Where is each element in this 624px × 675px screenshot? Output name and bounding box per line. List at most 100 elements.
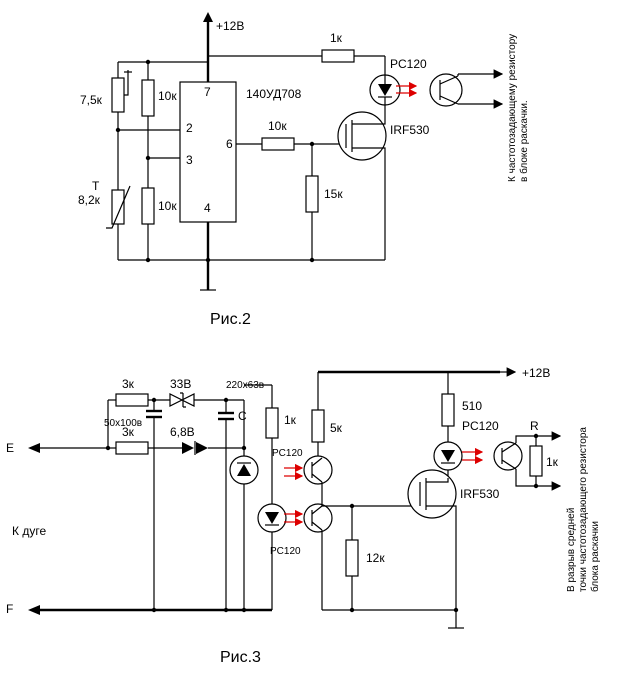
resistor-1k [265, 407, 279, 439]
junction-dot [533, 483, 539, 489]
transistor-collector [501, 442, 517, 453]
pin7-label: 7 [204, 85, 211, 99]
trimmer-wiper-icon [124, 70, 129, 96]
led-icon [237, 464, 251, 476]
resistor-3k-lower-label: 3к [122, 425, 135, 439]
figure-2-caption: Рис.2 [210, 311, 251, 328]
supply-label: +12В [522, 366, 550, 380]
led-icon [378, 84, 392, 96]
resistor-10k-gate-label: 10к [268, 119, 287, 133]
resistor-3k-upper-label: 3к [122, 377, 135, 391]
supply-label: +12В [216, 19, 244, 33]
resistor-12k-label: 12к [366, 551, 385, 565]
junction-dot [223, 607, 229, 613]
junction-dot [453, 607, 459, 613]
thermistor [111, 189, 125, 225]
transistor-collector [439, 75, 459, 85]
pin6-label: 6 [226, 137, 233, 151]
resistor-7-5k-label: 7,5к [80, 93, 103, 107]
wire [515, 435, 540, 443]
terminal-e-label: E [6, 441, 14, 455]
thermistor-slash-icon [106, 185, 131, 229]
junction-dot [309, 257, 315, 263]
pin2-label: 2 [186, 121, 193, 135]
terminal-f-arrow-icon [28, 605, 40, 615]
junction-dot [205, 257, 211, 263]
mosfet-irf530-body [407, 469, 457, 519]
zener-6-8v [182, 442, 194, 454]
mosfet-source-wire [352, 147, 386, 260]
resistor-1k-label: 1к [330, 31, 343, 45]
transistor-emitter [439, 95, 459, 105]
resistor-5k-label: 5к [330, 421, 343, 435]
resistor-15k [305, 175, 319, 213]
junction-dot [241, 607, 247, 613]
led-icon [265, 512, 279, 524]
arc-label: К дуге [12, 524, 46, 538]
output-note: К частотозадающему резистору в блоке рас… [507, 31, 530, 182]
resistor-12k [345, 539, 359, 577]
zener-33v-2 [180, 393, 195, 407]
zener-6-8v-label: 6,8В [170, 425, 195, 439]
resistor-r-1k [529, 445, 543, 477]
resistor-3k-upper [115, 393, 149, 407]
resistor-r-mark: R [530, 419, 539, 433]
resistor-1k-label: 1к [284, 413, 297, 427]
mosfet-source-wire [426, 505, 457, 628]
resistor-510 [441, 393, 455, 427]
capacitor-50x100-label: 50x100в [104, 418, 142, 429]
mosfet-drain-wire [352, 102, 386, 125]
transistor-collector [311, 457, 323, 467]
junction-dot [241, 445, 247, 451]
resistor-3k-lower [115, 441, 149, 455]
opto-right-label: PC120 [462, 419, 499, 433]
resistor-10k-bottom-label: 10к [158, 199, 177, 213]
zener-33v [169, 393, 184, 407]
terminal-e-arrow-icon [28, 443, 40, 453]
wire [515, 469, 540, 487]
opto-transistor-lower [303, 503, 333, 533]
junction-dot [145, 59, 151, 65]
junction-dot [151, 607, 157, 613]
junction-dot [349, 607, 355, 613]
transistor-collector [311, 505, 323, 515]
zener-6-8v-2 [196, 442, 208, 454]
resistor-510-label: 510 [462, 399, 482, 413]
resistor-10k-gate [261, 137, 295, 151]
mosfet-drain-wire [426, 478, 449, 483]
resistor-1k [321, 49, 355, 63]
output-note: В разрыв средней точки частотозадающего … [566, 424, 601, 592]
op-amp-label: 140УД708 [246, 87, 302, 101]
opto-transistor-body [429, 73, 463, 107]
transistor-emitter [311, 473, 323, 483]
opto-transistor-upper [303, 455, 333, 485]
resistor-10k-bottom [141, 187, 155, 225]
transistor-emitter [311, 521, 323, 531]
mosfet-irf530-body [337, 111, 387, 161]
zener-33v-label: 33В [170, 377, 191, 391]
resistor-15k-label: 15к [324, 187, 343, 201]
mosfet-label: IRF530 [460, 487, 500, 501]
pin3-label: 3 [186, 153, 193, 167]
thermistor-label: 8,2к [78, 193, 101, 207]
terminal-f-label: F [6, 602, 13, 616]
resistor-r-1k-label: 1к [546, 455, 559, 469]
resistor-10k-top [141, 79, 155, 117]
junction-dot [151, 397, 157, 403]
opto-transistor-right [493, 441, 523, 471]
opto-label: PC120 [390, 57, 427, 71]
opto-top-label: PC120 [272, 448, 303, 459]
transistor-emitter [501, 459, 517, 470]
resistor-5k [311, 409, 325, 443]
opto-bottom-label: PC120 [270, 546, 301, 557]
junction-dot [533, 433, 539, 439]
led-icon [441, 450, 455, 462]
thermistor-mark: T [92, 179, 100, 193]
op-amp-body [179, 81, 237, 223]
pin4-label: 4 [204, 201, 211, 215]
junction-dot [223, 397, 229, 403]
figure-3-caption: Рис.3 [220, 649, 261, 666]
junction-dot [115, 127, 121, 133]
